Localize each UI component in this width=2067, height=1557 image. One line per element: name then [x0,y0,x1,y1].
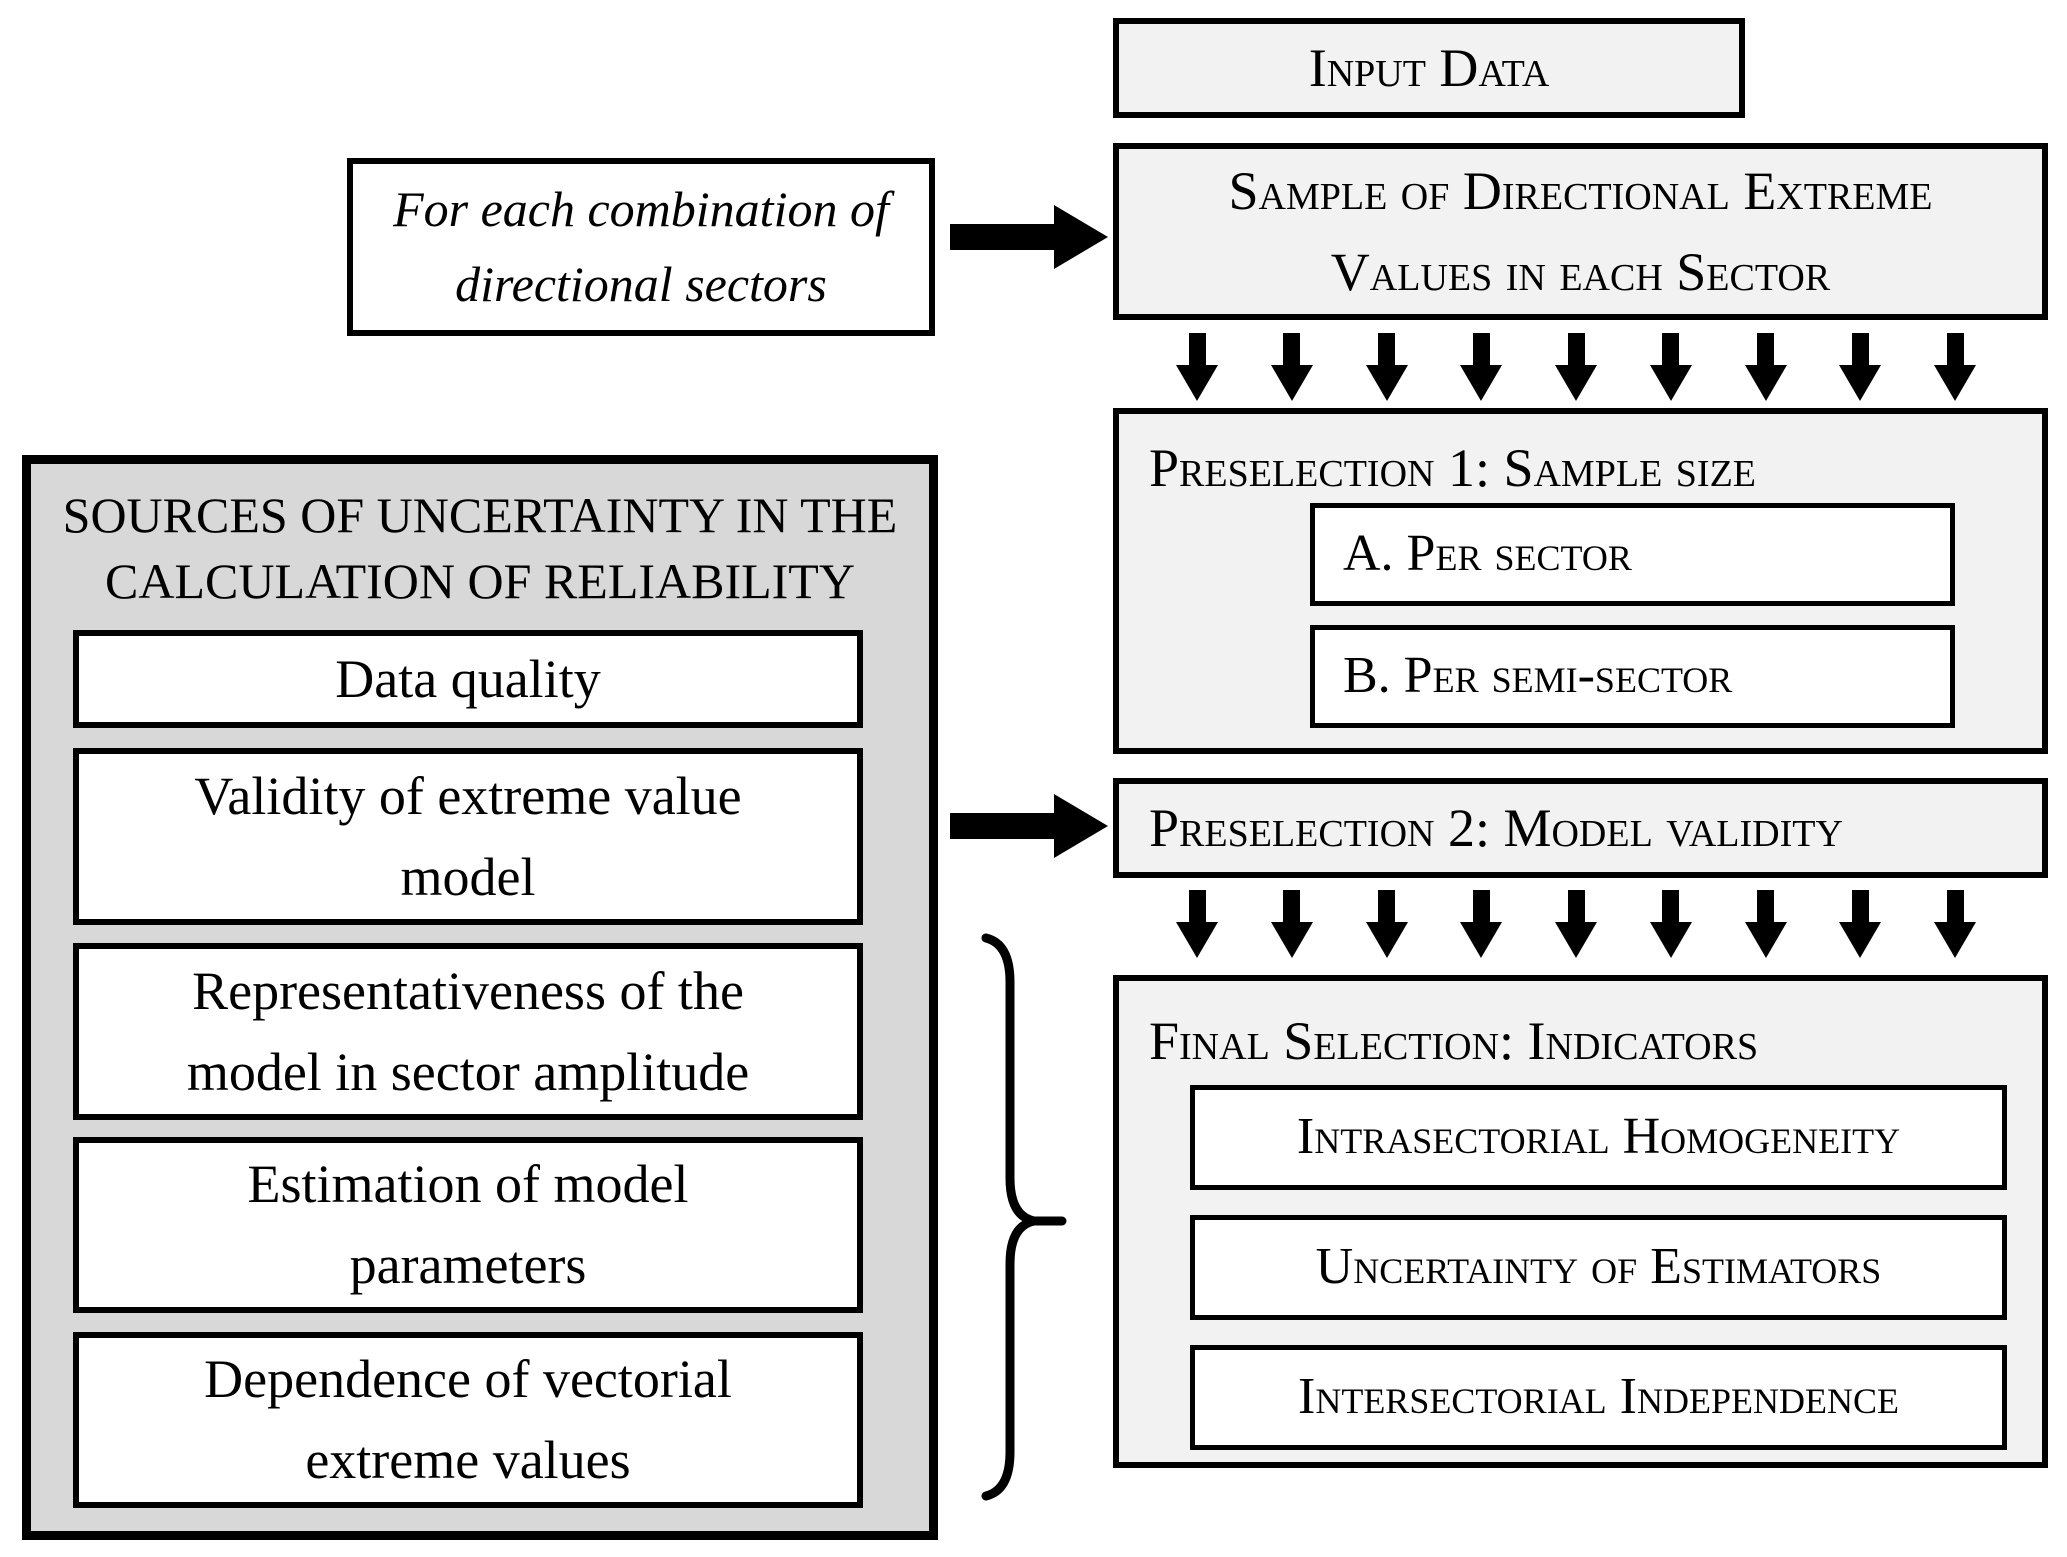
sources-of-uncertainty-panel: SOURCES OF UNCERTAINTY IN THE CALCULATIO… [22,455,938,1540]
uncertainty-of-estimators-box: Uncertainty of Estimators [1190,1215,2007,1320]
per-semi-sector-label: B. Per semi-sector [1343,647,1733,705]
down-arrow-icon [1460,890,1503,958]
right-arrow-icon [950,794,1108,858]
down-arrow-icon [1270,890,1313,958]
down-arrow-icon [1270,333,1313,401]
intersectorial-independence-box: Intersectorial Independence [1190,1345,2007,1450]
final-selection-box: Final Selection: Indicators Intrasectori… [1113,975,2048,1468]
down-arrow-icon [1176,890,1218,958]
down-arrow-icon [1744,890,1787,958]
estimation-model-parameters-box: Estimation of model parameters [73,1137,863,1313]
intersectorial-independence-label: Intersectorial Independence [1298,1368,1899,1426]
for-each-combination-note: For each combination of directional sect… [347,158,935,336]
preselection1-title: Preselection 1: Sample size [1149,438,1756,498]
down-arrow-icon [1934,890,1976,958]
down-arrow-icon [1649,333,1692,401]
validity-extreme-value-model-label: Validity of extreme value model [194,765,742,907]
preselection1-box: Preselection 1: Sample size A. Per secto… [1113,408,2048,754]
sample-box-label: Sample of Directional Extreme Values in … [1228,160,1933,302]
per-semi-sector-box: B. Per semi-sector [1310,625,1955,728]
down-arrow-row-2 [1176,890,1976,958]
down-arrow-icon [1649,890,1692,958]
estimation-model-parameters-label: Estimation of model parameters [247,1154,689,1295]
down-arrow-icon [1365,333,1408,401]
down-arrow-icon [1839,890,1882,958]
input-data-box: Input Data [1113,18,1745,118]
sources-panel-title: SOURCES OF UNCERTAINTY IN THE CALCULATIO… [31,482,929,614]
final-selection-title: Final Selection: Indicators [1149,1011,1759,1071]
sample-box: Sample of Directional Extreme Values in … [1113,143,2048,320]
data-quality-label: Data quality [335,648,601,709]
down-arrow-icon [1555,333,1597,401]
dependence-vectorial-extremes-box: Dependence of vectorial extreme values [73,1332,863,1508]
per-sector-box: A. Per sector [1310,503,1955,606]
arrow-stem [950,813,1054,839]
sources-panel-title-text: SOURCES OF UNCERTAINTY IN THE CALCULATIO… [62,487,898,609]
preselection2-title: Preselection 2: Model validity [1149,797,1843,858]
representativeness-label: Representativeness of the model in secto… [186,960,750,1102]
intrasectorial-homogeneity-label: Intrasectorial Homogeneity [1296,1108,1901,1166]
down-arrow-icon [1176,333,1218,401]
uncertainty-of-estimators-label: Uncertainty of Estimators [1315,1238,1882,1296]
intrasectorial-homogeneity-box: Intrasectorial Homogeneity [1190,1085,2007,1190]
dependence-vectorial-extremes-label: Dependence of vectorial extreme values [204,1349,732,1490]
down-arrow-icon [1934,333,1976,401]
down-arrow-icon [1365,890,1408,958]
per-sector-label: A. Per sector [1343,525,1632,583]
arrow-head [1054,205,1108,269]
preselection2-box: Preselection 2: Model validity [1113,778,2048,878]
down-arrow-icon [1460,333,1503,401]
note-text: For each combination of directional sect… [393,181,889,312]
input-data-label: Input Data [1308,37,1550,98]
arrow-head [1054,794,1108,858]
down-arrow-icon [1744,333,1787,401]
validity-extreme-value-model-box: Validity of extreme value model [73,748,863,925]
data-quality-box: Data quality [73,630,863,728]
representativeness-box: Representativeness of the model in secto… [73,943,863,1120]
down-arrow-icon [1839,333,1882,401]
right-arrow-icon [950,205,1108,269]
down-arrow-row-1 [1176,333,1976,401]
arrow-stem [950,224,1054,250]
down-arrow-icon [1555,890,1597,958]
